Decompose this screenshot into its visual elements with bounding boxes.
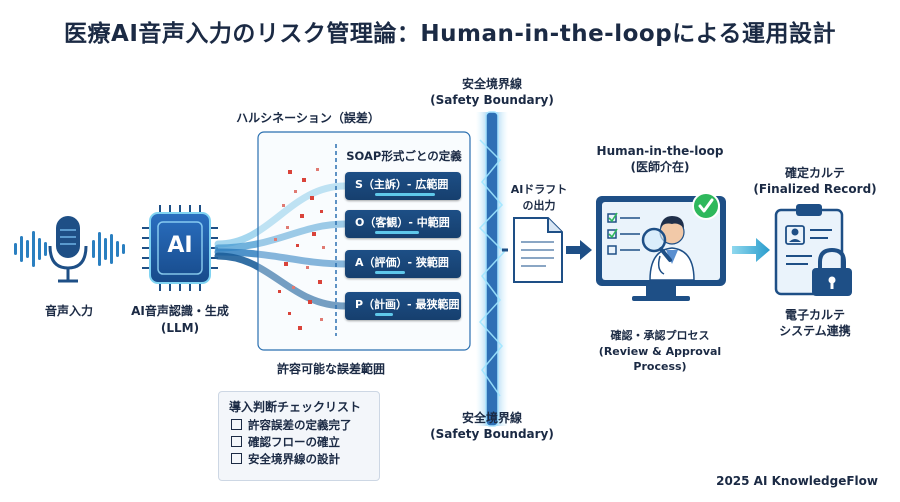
ai-engine-sublabel: (LLM) (160, 321, 200, 335)
ehr-integration-label: 電子カルテ (784, 308, 845, 322)
soap-item-label: P（計画）- 最狭範囲 (355, 298, 460, 311)
ai-draft-label: AIドラフト (510, 183, 568, 196)
sound-wave-right-icon (92, 232, 125, 266)
review-process-label: 確認・承認プロセス (610, 329, 710, 342)
hallucination-particles (274, 168, 325, 330)
hitl-sublabel: (医師介在) (630, 160, 690, 174)
tolerance-label: 許容可能な誤差範囲 (276, 362, 385, 376)
arrow-to-record-icon (732, 238, 770, 262)
ai-chip-text: AI (167, 233, 193, 258)
safety-boundary-beam (476, 111, 508, 427)
checklist-item-label: 許容誤差の定義完了 (248, 418, 352, 432)
soap-box-plan: P（計画）- 最狭範囲 (345, 292, 461, 320)
voice-input-label: 音声入力 (44, 304, 93, 318)
finalized-record-label: 確定カルテ (784, 166, 845, 180)
soap-item-label: S（主訴）- 広範囲 (355, 178, 449, 191)
hallucination-label: ハルシネーション（誤差） (236, 111, 380, 125)
safety-boundary-bottom-sublabel: (Safety Boundary) (430, 427, 554, 441)
checklist-item: 確認フローの確立 (231, 434, 379, 450)
soap-box-objective: O（客観）- 中範囲 (345, 210, 461, 238)
checkbox-icon (231, 419, 242, 430)
checkbox-icon (231, 453, 242, 464)
safety-boundary-bottom-label: 安全境界線 (461, 411, 522, 425)
soap-box-assessment: A（評価）- 狭範囲 (345, 250, 461, 278)
ai-chip-icon (142, 205, 218, 291)
range-bar (375, 193, 435, 196)
safety-boundary-top-label: 安全境界線 (461, 77, 522, 91)
approval-check-icon (692, 192, 720, 220)
credit-text: 2025 AI KnowledgeFlow (716, 474, 878, 488)
ai-engine-label: AI音声認識・生成 (131, 304, 229, 318)
range-bar (375, 313, 393, 316)
ehr-integration-sublabel: システム連携 (779, 324, 851, 338)
soap-item-label: A（評価）- 狭範囲 (355, 256, 449, 269)
checklist-item-label: 確認フローの確立 (248, 435, 340, 449)
review-process-sublabel-1: (Review & Approval (598, 345, 722, 358)
soap-item-label: O（客観）- 中範囲 (355, 216, 450, 229)
finalized-record-sublabel: (Finalized Record) (753, 182, 877, 196)
checklist-item-label: 安全境界線の設計 (248, 452, 340, 466)
checklist-title: 導入判断チェックリスト (229, 400, 362, 414)
soap-box-subjective: S（主訴）- 広範囲 (345, 172, 461, 200)
checklist-item: 安全境界線の設計 (231, 451, 379, 467)
ai-draft-sublabel: の出力 (522, 199, 556, 212)
ai-flow-lines (214, 182, 349, 310)
review-process-sublabel-2: Process) (633, 360, 687, 373)
adoption-checklist: 導入判断チェックリスト 許容誤差の定義完了 確認フローの確立 安全境界線の設計 (218, 391, 380, 481)
hitl-label: Human-in-the-loop (596, 144, 724, 158)
safety-boundary-top-sublabel: (Safety Boundary) (430, 93, 554, 107)
microphone-icon (48, 216, 88, 283)
lock-icon (812, 247, 852, 296)
checklist-item: 許容誤差の定義完了 (231, 417, 379, 433)
range-bar (375, 271, 405, 274)
checkbox-icon (231, 436, 242, 447)
soap-heading: SOAP形式ごとの定義 (346, 149, 462, 163)
arrow-to-review-icon (566, 240, 592, 260)
range-bar (375, 231, 419, 234)
ai-draft-document-icon (513, 217, 563, 283)
page-title: 医療AI音声入力のリスク管理論：Human-in-the-loopによる運用設計 (64, 21, 836, 47)
sound-wave-left-icon (14, 231, 47, 267)
doctor-review-monitor-icon (596, 196, 726, 301)
